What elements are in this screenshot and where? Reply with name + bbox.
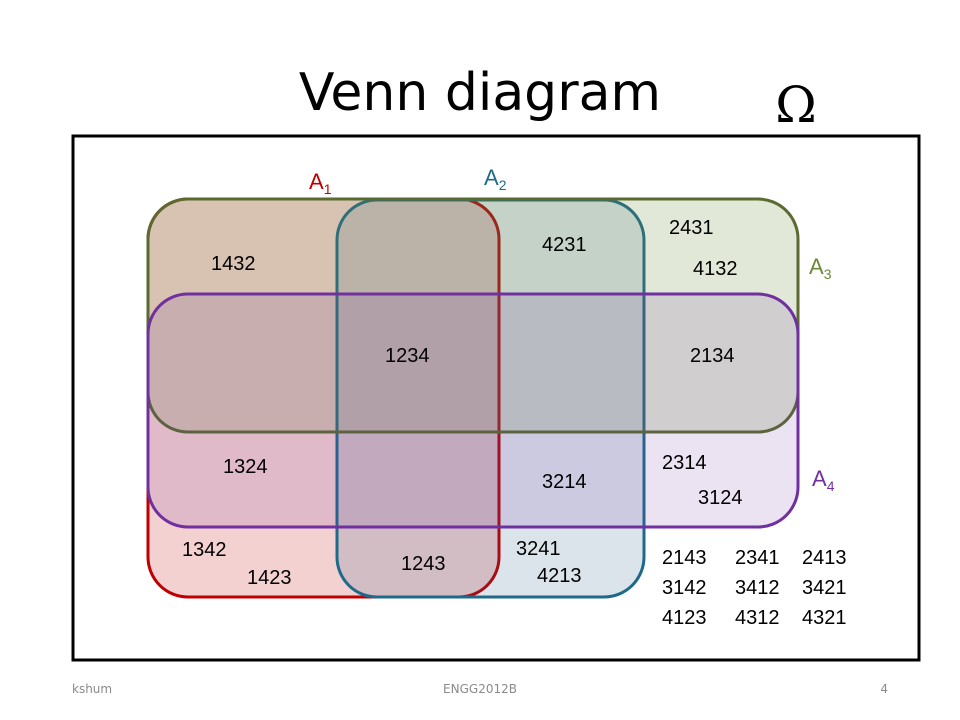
outside-item: 2413: [802, 547, 847, 569]
region-label-1432: 1432: [211, 253, 256, 275]
region-label-4213: 4213: [537, 565, 582, 587]
set-a3-region: [146, 197, 800, 434]
footer-page-number: 4: [880, 682, 888, 696]
outside-permutations: 2143 2341 2413 3142 3412 3421 4123 4312 …: [662, 547, 847, 629]
region-label-1243: 1243: [401, 553, 446, 575]
region-label-2134: 2134: [690, 345, 735, 367]
region-label-2314: 2314: [662, 452, 707, 474]
set-a3-label: A3: [809, 254, 832, 282]
region-label-1324: 1324: [223, 456, 268, 478]
outside-item: 4312: [735, 607, 780, 629]
set-a4-label: A4: [812, 466, 835, 494]
region-label-4132: 4132: [693, 258, 738, 280]
outside-item: 4321: [802, 607, 847, 629]
omega-symbol: Ω: [775, 76, 816, 134]
outside-item: 3421: [802, 577, 847, 599]
slide-title: Venn diagram: [299, 63, 661, 123]
outside-item: 3412: [735, 577, 780, 599]
region-label-3124: 3124: [698, 487, 743, 509]
outside-item: 2341: [735, 547, 780, 569]
set-a4-region: [146, 292, 800, 529]
set-a2-label: A2: [484, 165, 507, 193]
set-a1-label: A1: [309, 169, 332, 197]
footer-course: ENGG2012B: [443, 682, 517, 696]
outside-item: 3142: [662, 577, 707, 599]
region-label-3241: 3241: [516, 538, 561, 560]
region-label-1342: 1342: [182, 539, 227, 561]
footer-author: kshum: [72, 682, 112, 696]
region-label-4231: 4231: [542, 234, 587, 256]
outside-item: 2143: [662, 547, 707, 569]
region-label-1423: 1423: [247, 567, 292, 589]
region-label-1234: 1234: [385, 345, 430, 367]
outside-item: 4123: [662, 607, 707, 629]
region-label-2431: 2431: [669, 217, 714, 239]
region-label-3214: 3214: [542, 471, 587, 493]
